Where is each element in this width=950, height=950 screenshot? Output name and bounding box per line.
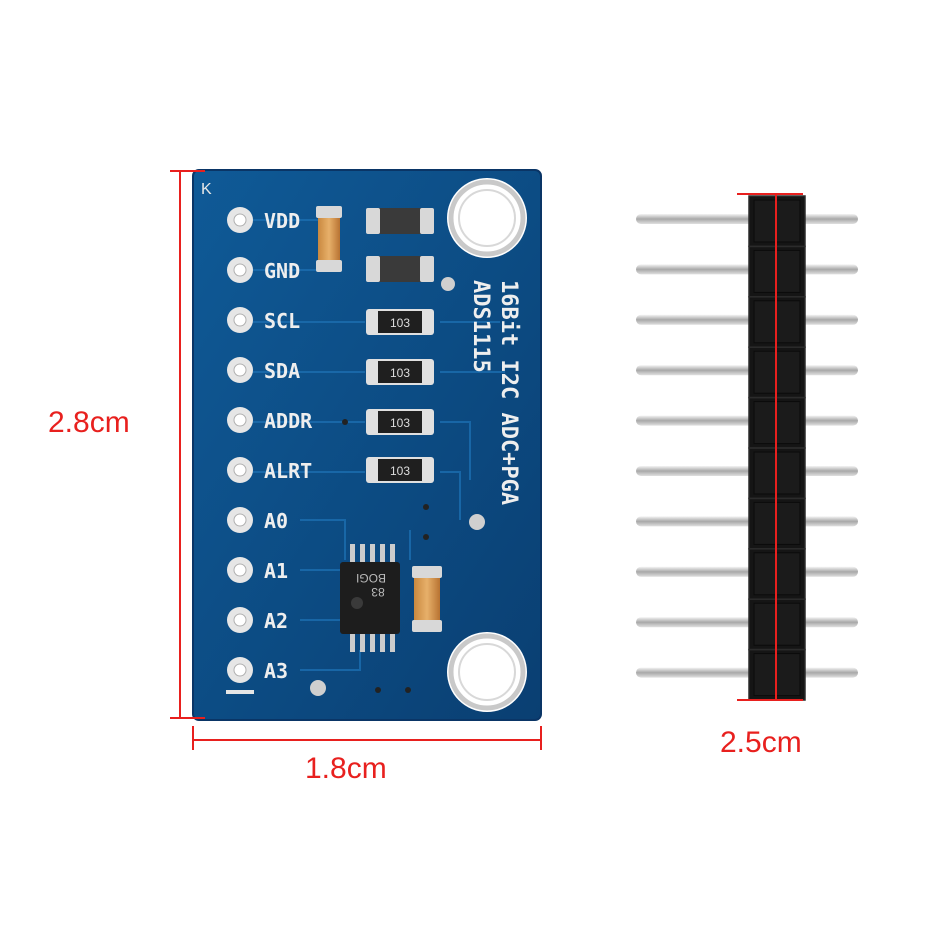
pin-label: A1 xyxy=(264,559,288,583)
capacitor xyxy=(316,206,342,272)
pin-pad xyxy=(227,407,253,433)
pin-pad xyxy=(227,307,253,333)
board-title: 16Bit I2C ADC+PGA xyxy=(496,280,521,505)
pin-pad xyxy=(227,457,253,483)
header-pin xyxy=(636,566,858,577)
pin-pad xyxy=(227,257,253,283)
resistors: 103 103 103 103 xyxy=(366,309,434,483)
resistor-code: 103 xyxy=(390,464,410,478)
pin-header xyxy=(636,195,858,701)
ferrite-bead xyxy=(366,208,434,234)
header-pin xyxy=(636,617,858,628)
resistor: 103 xyxy=(366,359,434,385)
width-dimension-label: 1.8cm xyxy=(305,752,387,785)
pin-pad xyxy=(227,507,253,533)
mounting-hole-top xyxy=(447,178,527,258)
height-dimension-label: 2.8cm xyxy=(48,406,130,439)
board-model: ADS1115 xyxy=(468,280,493,373)
pin-label: ADDR xyxy=(264,409,313,433)
pin-pad xyxy=(227,657,253,683)
header-pin xyxy=(636,214,858,224)
pin-pad xyxy=(227,207,253,233)
adc-chip: BOGI 83 xyxy=(340,544,400,652)
pin-pad xyxy=(227,607,253,633)
pin-label: SCL xyxy=(264,309,300,333)
header-pin xyxy=(636,667,858,678)
corner-mark: K xyxy=(201,181,212,198)
pin-label: GND xyxy=(264,259,300,283)
ferrite-bead xyxy=(366,256,434,282)
pin-label: A0 xyxy=(264,509,288,533)
chip-marking-2: 83 xyxy=(371,585,385,599)
header-pin xyxy=(636,415,858,426)
pin-label: ALRT xyxy=(264,459,312,483)
resistor: 103 xyxy=(366,457,434,483)
header-length-dimension-label: 2.5cm xyxy=(720,726,802,759)
pin-label: SDA xyxy=(264,359,300,383)
header-pin xyxy=(636,314,858,325)
capacitor xyxy=(412,566,442,632)
resistor: 103 xyxy=(366,409,434,435)
header-pin xyxy=(636,516,858,527)
resistor: 103 xyxy=(366,309,434,335)
pin-label: VDD xyxy=(264,209,300,233)
board-silkscreen: 16Bit I2C ADC+PGA ADS1115 xyxy=(468,280,521,505)
resistor-code: 103 xyxy=(390,416,410,430)
header-pin xyxy=(636,365,858,376)
pin-pads xyxy=(227,207,253,683)
pin-label: A3 xyxy=(264,659,288,683)
pin-pad xyxy=(227,557,253,583)
dimension-lines xyxy=(170,170,803,750)
pin-pad xyxy=(227,357,253,383)
resistor-code: 103 xyxy=(390,366,410,380)
chip-marking-1: BOGI xyxy=(356,571,386,585)
header-pin xyxy=(636,264,858,275)
resistor-code: 103 xyxy=(390,316,410,330)
header-pin xyxy=(636,466,858,476)
pin-label: A2 xyxy=(264,609,288,633)
mounting-hole-bottom xyxy=(447,632,527,712)
